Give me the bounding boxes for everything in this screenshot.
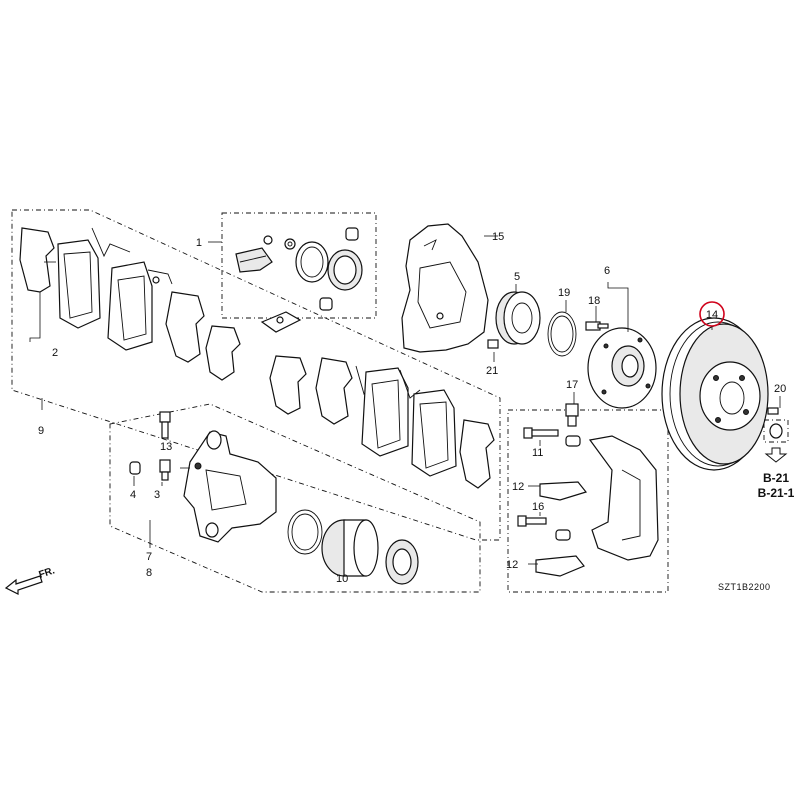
pad-wear-spring-3 xyxy=(399,369,421,399)
piston-boot xyxy=(385,539,419,585)
caliper-bolt xyxy=(159,411,171,439)
callout-4: 4 xyxy=(130,489,136,501)
pin-boot-2 xyxy=(565,435,581,447)
ref-page-2[interactable]: B-21-1 xyxy=(758,486,795,500)
pad-shim-1 xyxy=(19,227,55,293)
bracket-bolt xyxy=(565,403,579,427)
pad-shim-4 xyxy=(269,355,307,415)
callout-20: 20 xyxy=(774,383,786,395)
callout-19: 19 xyxy=(558,287,570,299)
callout-18: 18 xyxy=(588,295,600,307)
callout-13: 13 xyxy=(160,441,172,453)
wheel-hub xyxy=(587,327,657,409)
anti-rattle-clip xyxy=(260,311,302,333)
pad-retainer-2 xyxy=(535,555,585,577)
drawing-code: SZT1B2200 xyxy=(718,582,771,592)
bleeder-screw xyxy=(159,459,171,481)
callout-8: 8 xyxy=(146,567,152,579)
pad-shim-2 xyxy=(165,291,205,363)
callout-11: 11 xyxy=(532,447,543,459)
hub-bolt xyxy=(487,339,499,349)
brake-pad-1 xyxy=(57,239,101,329)
highlight-ring[interactable] xyxy=(699,301,725,327)
direction-label: FR. xyxy=(38,565,57,581)
caliper-bracket xyxy=(588,435,659,561)
seal-ring-small xyxy=(284,238,296,250)
caliper-piston xyxy=(321,519,379,577)
callout-1: 1 xyxy=(196,237,202,249)
boot-kit xyxy=(235,235,273,273)
brake-disc xyxy=(661,317,769,471)
arrow-left-icon xyxy=(4,575,43,595)
callout-15: 15 xyxy=(492,231,504,243)
callout-labels: 1 2 3 4 5 6 7 8 9 10 11 12 12 13 15 16 1… xyxy=(38,231,786,585)
pad-retainer-1 xyxy=(539,481,588,501)
callout-14[interactable]: 14 xyxy=(706,309,718,321)
callout-21: 21 xyxy=(486,365,498,377)
pad-wear-spring xyxy=(91,227,131,258)
brake-pad-2 xyxy=(107,261,153,351)
guide-pin-2 xyxy=(517,515,547,527)
pad-shim-3 xyxy=(205,325,241,381)
hub-bearing xyxy=(495,291,541,345)
piston-seal xyxy=(295,241,329,283)
disc-screw xyxy=(763,407,789,443)
callout-6: 6 xyxy=(604,265,610,277)
arrow-down-icon xyxy=(764,447,788,463)
reference-block: B-21 B-21-1 xyxy=(758,447,795,500)
piston-seal-2 xyxy=(287,509,323,555)
brake-pad-4 xyxy=(411,389,457,477)
callout-5: 5 xyxy=(514,271,520,283)
guide-pin xyxy=(523,427,559,439)
callout-10: 10 xyxy=(336,573,348,585)
group-box-seal-kit xyxy=(221,212,377,319)
callout-7: 7 xyxy=(146,551,152,563)
leader-lines xyxy=(29,235,781,576)
dust-seal xyxy=(327,249,363,291)
callout-16: 16 xyxy=(532,501,544,513)
pad-shim-5 xyxy=(315,357,353,425)
pad-shim-6 xyxy=(459,419,495,489)
pin-boot-3 xyxy=(555,529,571,541)
snap-ring xyxy=(547,311,577,357)
pin-boot xyxy=(319,297,333,311)
splash-shield xyxy=(401,223,489,353)
bleeder-cap-2 xyxy=(129,461,141,475)
callout-2: 2 xyxy=(52,347,58,359)
stud-bolt xyxy=(585,321,609,331)
callout-3: 3 xyxy=(154,489,160,501)
front-direction-indicator: FR. xyxy=(4,565,57,595)
brake-pad-3 xyxy=(361,367,409,457)
pad-clip xyxy=(147,269,173,285)
bleeder-cap xyxy=(345,227,359,241)
caliper-body xyxy=(183,430,277,543)
callout-12b: 12 xyxy=(506,559,518,571)
callout-12a: 12 xyxy=(512,481,524,493)
ref-page-1[interactable]: B-21 xyxy=(763,471,789,485)
callout-9: 9 xyxy=(38,425,44,437)
callout-17: 17 xyxy=(566,379,578,391)
